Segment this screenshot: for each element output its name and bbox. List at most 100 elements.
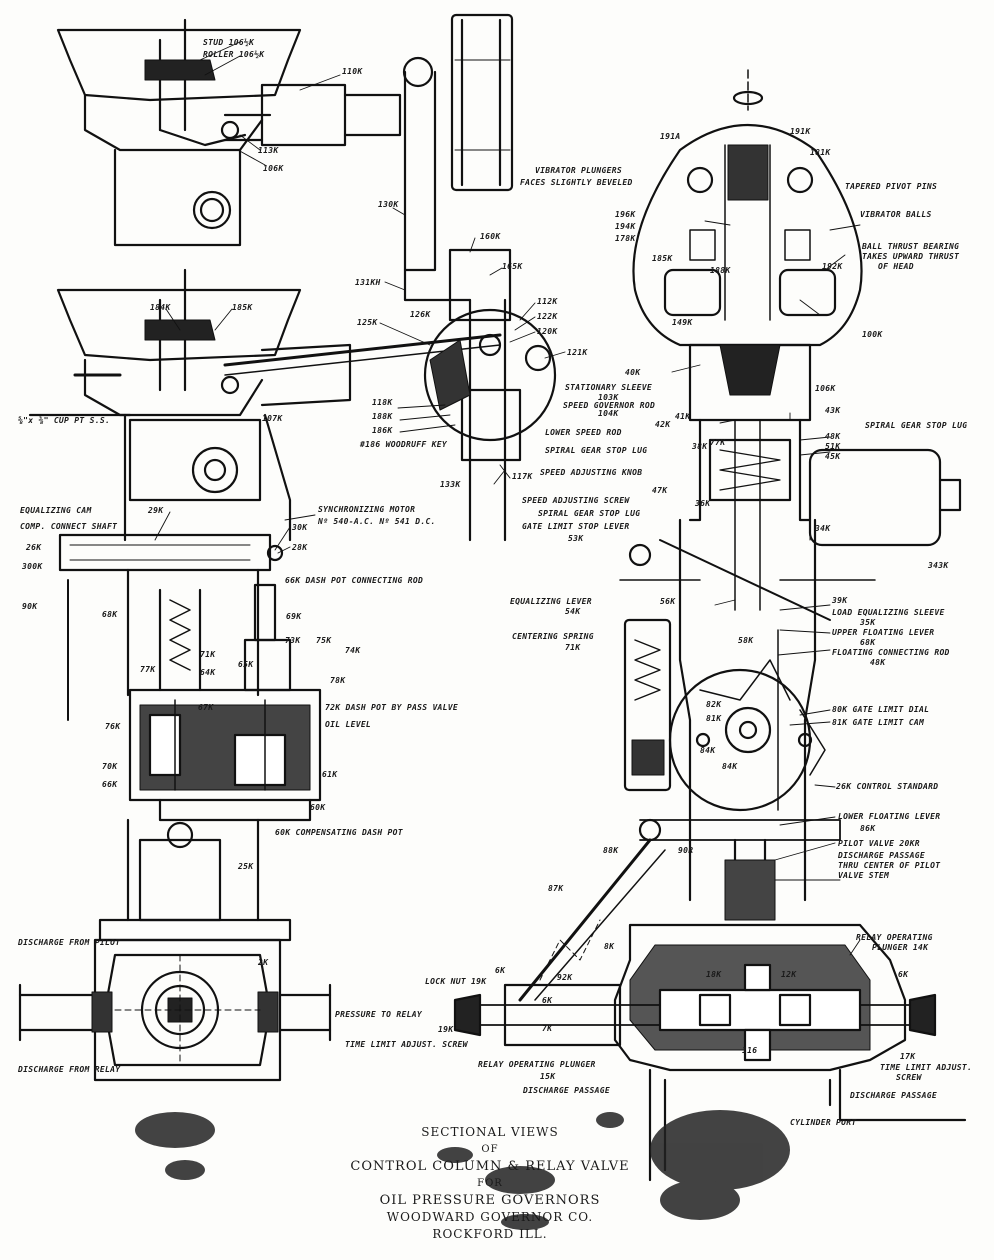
label-12k: 12K	[781, 970, 797, 979]
right-control-column	[619, 418, 962, 902]
label-106k: 106K	[263, 164, 284, 173]
label-82k: 82K	[706, 700, 722, 709]
lower-column	[98, 818, 292, 942]
label-38k: 38K	[692, 442, 708, 451]
second-head-assembly	[28, 268, 502, 417]
label-92k: 92K	[557, 973, 573, 982]
label-35k: 35K	[860, 618, 876, 627]
label-47k: 47K	[652, 486, 668, 495]
label-lock-nut: LOCK NUT 19K	[425, 977, 487, 986]
label-stud: STUD 106½K	[203, 38, 255, 47]
label-comp-connect-shaft: COMP. CONNECT SHAFT	[20, 522, 118, 531]
label-pilot-valve: PILOT VALVE 20KR	[838, 839, 920, 848]
label-29k: 29K	[148, 506, 164, 515]
governor-head-circle	[423, 248, 557, 542]
label-speed-governor-rod: SPEED GOVERNOR ROD	[563, 401, 656, 410]
label-116: 116	[742, 1046, 758, 1055]
label-69k: 69K	[286, 612, 302, 621]
label-66k: 66K	[102, 780, 118, 789]
label-pressure-to-relay: PRESSURE TO RELAY	[335, 1010, 422, 1019]
label-screw: SCREW	[896, 1073, 922, 1082]
label-76k: 76K	[105, 722, 121, 731]
right-governor-head	[632, 69, 863, 422]
label-6k-2: 6K	[542, 996, 553, 1005]
label-lower-floating-lever: LOWER FLOATING LEVER	[838, 812, 941, 821]
left-column	[58, 413, 292, 721]
label-192k: 192K	[822, 262, 843, 271]
label-control-standard: 26K CONTROL STANDARD	[836, 782, 939, 791]
label-tapered-pivot-pins: TAPERED PIVOT PINS	[845, 182, 938, 191]
title-line-5: OIL PRESSURE GOVERNORS	[379, 1193, 601, 1208]
label-17k: 17K	[900, 1052, 916, 1061]
leader-lines	[154, 41, 861, 956]
label-18k: 18K	[706, 970, 722, 979]
label-28k: 28K	[292, 543, 308, 552]
label-synchronizing-numbers: Nº 540-A.C. Nº 541 D.C.	[318, 517, 436, 526]
label-84k-2: 84K	[722, 762, 738, 771]
label-takes-upward-thrust: TAKES UPWARD THRUST	[862, 252, 960, 261]
label-113k: 113K	[258, 146, 279, 155]
title-line-2: OF	[481, 1144, 499, 1155]
label-discharge-passage-left: DISCHARGE PASSAGE	[523, 1086, 610, 1095]
label-7k: 7K	[542, 1024, 553, 1033]
label-discharge-from-relay: DISCHARGE FROM RELAY	[18, 1065, 121, 1074]
label-181k: 181K	[810, 148, 831, 157]
label-178k: 178K	[615, 234, 636, 243]
label-126k: 126K	[410, 310, 431, 319]
label-191a: 191A	[660, 132, 681, 141]
label-spiral-gear-stop-lug-2: SPIRAL GEAR STOP LUG	[545, 446, 648, 455]
gate-limit-dial	[668, 629, 826, 812]
label-gate-limit-cam: 81K GATE LIMIT CAM	[832, 718, 925, 727]
label-86k: 86K	[860, 824, 876, 833]
label-of-head: OF HEAD	[878, 262, 914, 271]
label-121k: 121K	[567, 348, 588, 357]
label-faces-beveled: FACES SLIGHTLY BEVELED	[520, 178, 633, 187]
label-cup-point: ⅝"x ⅜" CUP PT S.S.	[18, 416, 111, 425]
label-ball-thrust-bearing: BALL THRUST BEARING	[862, 242, 960, 251]
label-130k: 130K	[378, 200, 399, 209]
label-186k: 186K	[372, 426, 393, 435]
label-343k: 343K	[928, 561, 949, 570]
label-30k: 30K	[292, 523, 308, 532]
label-65k: 65K	[238, 660, 254, 669]
centering-spring-cylinder	[623, 618, 672, 792]
label-dash-pot-rod: 66K DASH POT CONNECTING ROD	[285, 576, 424, 585]
label-bypass-valve: 72K DASH POT BY PASS VALVE	[325, 703, 459, 712]
label-plunger-14k: PLUNGER 14K	[872, 943, 929, 952]
label-vibrator-plungers: VIBRATOR PLUNGERS	[535, 166, 622, 175]
label-103k: 103K	[598, 393, 619, 402]
label-184k: 184K	[150, 303, 171, 312]
label-107k: 107K	[262, 414, 283, 423]
label-gate-limit-stop-lever: GATE LIMIT STOP LEVER	[522, 522, 630, 531]
label-71k-right: 71K	[565, 643, 581, 652]
label-25k: 25K	[238, 862, 254, 871]
label-43k: 43K	[825, 406, 841, 415]
title-line-4: FOR	[477, 1178, 503, 1189]
title-line-3: CONTROL COLUMN & RELAY VALVE	[350, 1159, 630, 1174]
label-58k: 58K	[738, 636, 754, 645]
label-118k: 118K	[372, 398, 393, 407]
label-roller: ROLLER 106½K	[203, 50, 265, 59]
relay-valve-right	[453, 923, 967, 1182]
label-90k: 90K	[22, 602, 38, 611]
label-194k: 194K	[615, 222, 636, 231]
label-34k: 34K	[815, 524, 831, 533]
label-cylinder-port: CYLINDER PORT	[790, 1118, 857, 1127]
label-120k: 120K	[537, 327, 558, 336]
label-stationary-sleeve: STATIONARY SLEEVE	[565, 383, 652, 392]
label-56k: 56K	[660, 597, 676, 606]
relay-valve-left	[18, 938, 332, 1082]
label-100k: 100K	[862, 330, 883, 339]
label-floating-connecting-rod: FLOATING CONNECTING ROD	[832, 648, 950, 657]
label-relay-operating: RELAY OPERATING	[856, 933, 933, 942]
label-185k: 185K	[232, 303, 253, 312]
label-196k: 196K	[615, 210, 636, 219]
label-75k: 75K	[316, 636, 332, 645]
label-48k-right: 48K	[870, 658, 886, 667]
label-122k: 122K	[537, 312, 558, 321]
label-upper-floating-lever: UPPER FLOATING LEVER	[832, 628, 935, 637]
label-discharge-from-pilot: DISCHARGE FROM PILOT	[18, 938, 121, 947]
label-time-limit-adjust: TIME LIMIT ADJUST.	[880, 1063, 973, 1072]
dash-pot-box	[128, 688, 322, 822]
label-104k: 104K	[598, 409, 619, 418]
